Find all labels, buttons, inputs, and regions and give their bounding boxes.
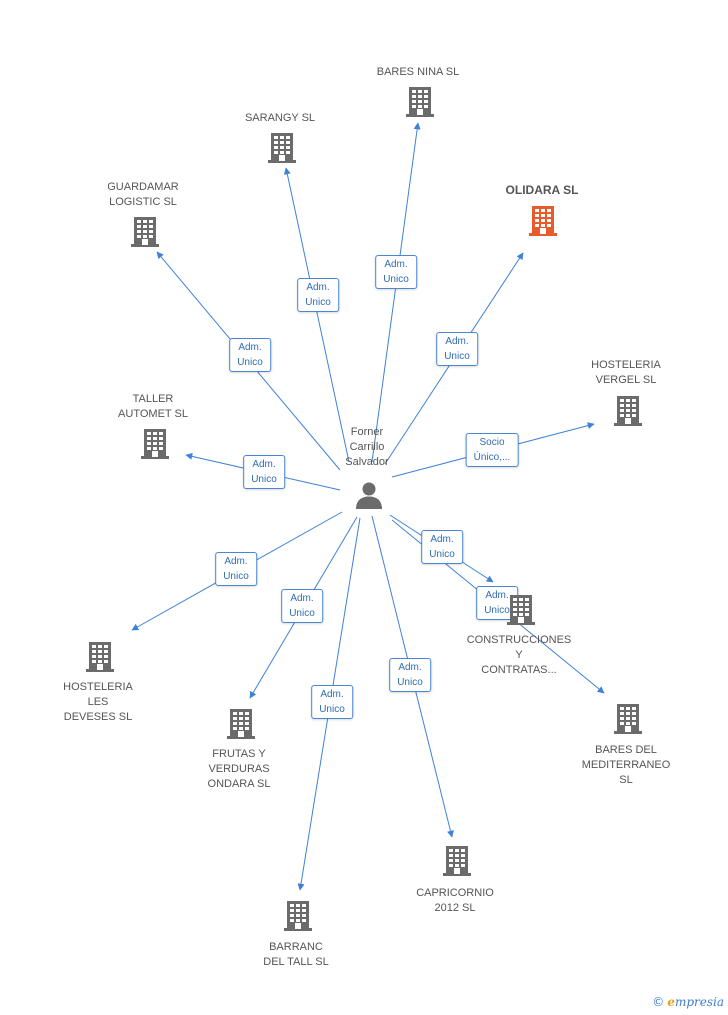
company-label-guardamar[interactable]: GUARDAMAR LOGISTIC SL	[107, 181, 179, 208]
edge-label-bares-nina[interactable]: Adm. Unico	[375, 255, 417, 289]
company-label-frutas[interactable]: FRUTAS Y VERDURAS ONDARA SL	[207, 748, 271, 790]
building-icon-sarangy[interactable]	[267, 130, 297, 169]
company-label-taller-automet[interactable]: TALLER AUTOMET SL	[118, 393, 188, 420]
center-person-label: Forner Carrillo Salvador	[345, 426, 389, 468]
edge-label-barranc[interactable]: Adm. Unico	[311, 685, 353, 719]
building-icon-frutas[interactable]	[226, 706, 256, 745]
copyright-symbol: ©	[652, 995, 665, 1009]
building-icon-barranc[interactable]	[283, 898, 313, 937]
edge-label-sarangy[interactable]: Adm. Unico	[297, 278, 339, 312]
edge-sarangy	[283, 167, 350, 463]
edge-bares-nina	[371, 122, 421, 463]
company-label-capricornio[interactable]: CAPRICORNIO 2012 SL	[416, 887, 494, 914]
edge-label-hosteleria-vergel[interactable]: Socio Único,...	[465, 433, 519, 467]
brand-logo: ©empresia	[652, 995, 724, 1009]
building-icon-hosteleria-deveses[interactable]	[85, 639, 115, 678]
building-icon-bares-nina[interactable]	[405, 84, 435, 123]
person-icon[interactable]	[354, 480, 384, 515]
edge-label-olidara[interactable]: Adm. Unico	[436, 332, 478, 366]
company-label-construcciones[interactable]: CONSTRUCCIONES Y CONTRATAS...	[466, 634, 572, 676]
edge-label-hosteleria-deveses[interactable]: Adm. Unico	[215, 552, 257, 586]
edge-label-construcciones[interactable]: Adm. Unico	[421, 530, 463, 564]
building-icon-guardamar[interactable]	[130, 214, 160, 253]
company-label-bares-nina[interactable]: BARES NINA SL	[376, 66, 460, 78]
building-icon-capricornio[interactable]	[442, 843, 472, 882]
company-label-barranc[interactable]: BARRANC DEL TALL SL	[263, 941, 329, 968]
company-label-hosteleria-vergel[interactable]: HOSTELERIA VERGEL SL	[591, 359, 661, 386]
building-icon-bares-mediterraneo[interactable]	[613, 701, 643, 740]
edge-label-taller-automet[interactable]: Adm. Unico	[243, 455, 285, 489]
company-label-sarangy[interactable]: SARANGY SL	[244, 112, 316, 124]
company-label-olidara[interactable]: OLIDARA SL	[505, 183, 579, 197]
brand-initial: e	[667, 995, 675, 1009]
building-icon-taller-automet[interactable]	[140, 426, 170, 465]
edge-label-capricornio[interactable]: Adm. Unico	[389, 658, 431, 692]
building-icon-hosteleria-vergel[interactable]	[613, 393, 643, 432]
building-icon-construcciones[interactable]	[506, 592, 536, 631]
company-label-bares-mediterraneo[interactable]: BARES DEL MEDITERRANEO SL	[581, 744, 671, 786]
edge-label-frutas[interactable]: Adm. Unico	[281, 589, 323, 623]
building-icon-olidara[interactable]	[528, 203, 558, 242]
brand-name: mpresia	[674, 995, 724, 1009]
company-label-hosteleria-deveses[interactable]: HOSTELERIA LES DEVESES SL	[63, 681, 133, 723]
edge-label-guardamar[interactable]: Adm. Unico	[229, 338, 271, 372]
